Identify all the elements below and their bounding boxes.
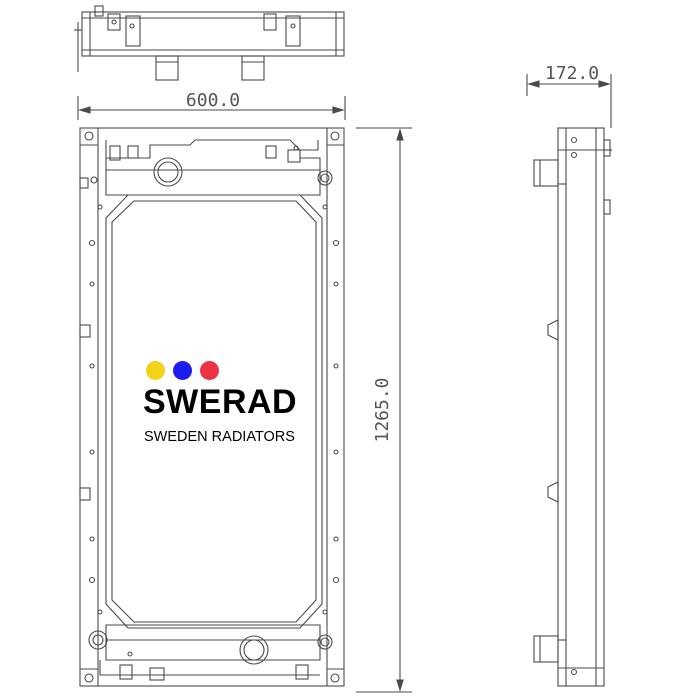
side-view: [533, 127, 612, 687]
yellow-dot-icon: [146, 361, 165, 380]
brand-name: SWERAD: [143, 383, 298, 421]
width-label: 600.0: [186, 90, 240, 111]
depth-dimension: [526, 74, 612, 128]
top-view: [74, 5, 345, 81]
red-dot-icon: [200, 361, 219, 380]
width-dimension: [77, 96, 346, 120]
height-dimension: [356, 127, 412, 693]
brand-tagline: SWEDEN RADIATORS: [144, 429, 295, 445]
blue-dot-icon: [173, 361, 192, 380]
front-view: [79, 127, 345, 687]
depth-label: 172.0: [545, 63, 599, 84]
height-label: 1265.0: [372, 377, 393, 442]
